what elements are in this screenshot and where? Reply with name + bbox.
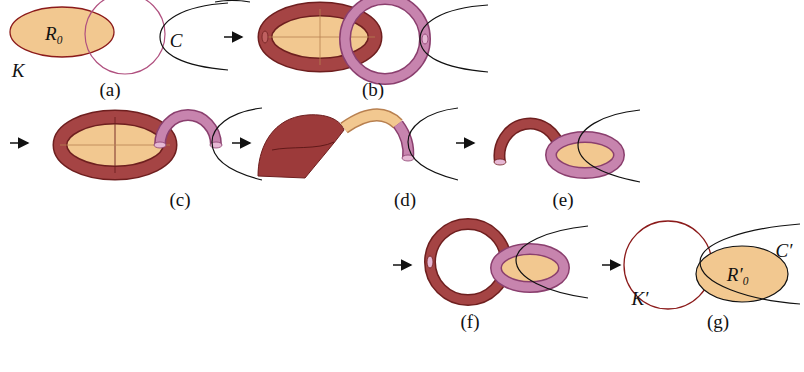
illustration-part bbox=[551, 137, 619, 173]
illustration-part bbox=[551, 137, 619, 173]
illustration-part bbox=[345, 0, 425, 79]
illustration-part bbox=[700, 224, 800, 304]
region-label: R₀ bbox=[45, 23, 63, 44]
illustration-part bbox=[272, 142, 334, 150]
illustration-part bbox=[344, 115, 398, 128]
curve-label: C bbox=[170, 31, 183, 50]
region-shape: R′₀ bbox=[727, 265, 749, 284]
illustration-part bbox=[154, 142, 166, 148]
illustration-part bbox=[578, 110, 640, 182]
illustration-part bbox=[344, 115, 398, 128]
illustration-part bbox=[393, 264, 411, 266]
panel-d bbox=[258, 108, 458, 180]
illustration-part bbox=[60, 145, 170, 146]
illustration-part bbox=[420, 5, 488, 72]
illustration-part bbox=[398, 124, 408, 158]
illustration-part bbox=[215, 1, 250, 3]
illustration-part bbox=[422, 34, 428, 44]
curve-label: K′ bbox=[632, 289, 649, 308]
illustration-part bbox=[427, 256, 433, 268]
illustration-part bbox=[262, 31, 268, 43]
illustration-part bbox=[160, 3, 228, 70]
illustration-part bbox=[398, 124, 408, 158]
illustration-part bbox=[494, 159, 506, 165]
illustration-part bbox=[456, 142, 474, 144]
illustration-part bbox=[258, 115, 344, 178]
panel-label: (g) bbox=[707, 312, 729, 331]
illustration-part bbox=[10, 142, 28, 144]
panel-g bbox=[624, 221, 800, 309]
illustration-part bbox=[212, 108, 262, 180]
illustration-part bbox=[160, 115, 216, 145]
region-label: R′₀ bbox=[727, 264, 749, 285]
illustration-part bbox=[232, 142, 250, 144]
illustration-part bbox=[265, 37, 375, 38]
illustration-part bbox=[602, 264, 620, 266]
illustration-part bbox=[160, 115, 216, 145]
curve-label: K bbox=[12, 61, 25, 80]
illustration-part bbox=[496, 249, 564, 287]
panel-c bbox=[60, 108, 262, 180]
panel-label: (b) bbox=[362, 80, 384, 99]
panel-b bbox=[262, 0, 488, 79]
illustration-part bbox=[60, 117, 170, 173]
region-shape: R₀ bbox=[45, 24, 63, 43]
panel-label: (c) bbox=[169, 190, 190, 209]
illustration-part bbox=[85, 0, 165, 74]
illustration-part bbox=[60, 117, 170, 173]
illustration-part bbox=[10, 7, 114, 57]
illustration-part bbox=[345, 0, 425, 79]
illustration-part bbox=[496, 249, 564, 287]
panel-a bbox=[10, 0, 250, 74]
curve-label: C′ bbox=[776, 241, 793, 260]
panel-label: (e) bbox=[552, 190, 573, 209]
panel-e bbox=[494, 110, 640, 182]
illustration-part bbox=[224, 36, 242, 38]
panel-f bbox=[427, 224, 588, 300]
panel-label: (f) bbox=[461, 312, 480, 331]
panel-label: (a) bbox=[99, 80, 120, 99]
panel-label: (d) bbox=[394, 190, 416, 209]
illustration-part bbox=[408, 108, 458, 180]
illustration-part bbox=[516, 226, 588, 298]
